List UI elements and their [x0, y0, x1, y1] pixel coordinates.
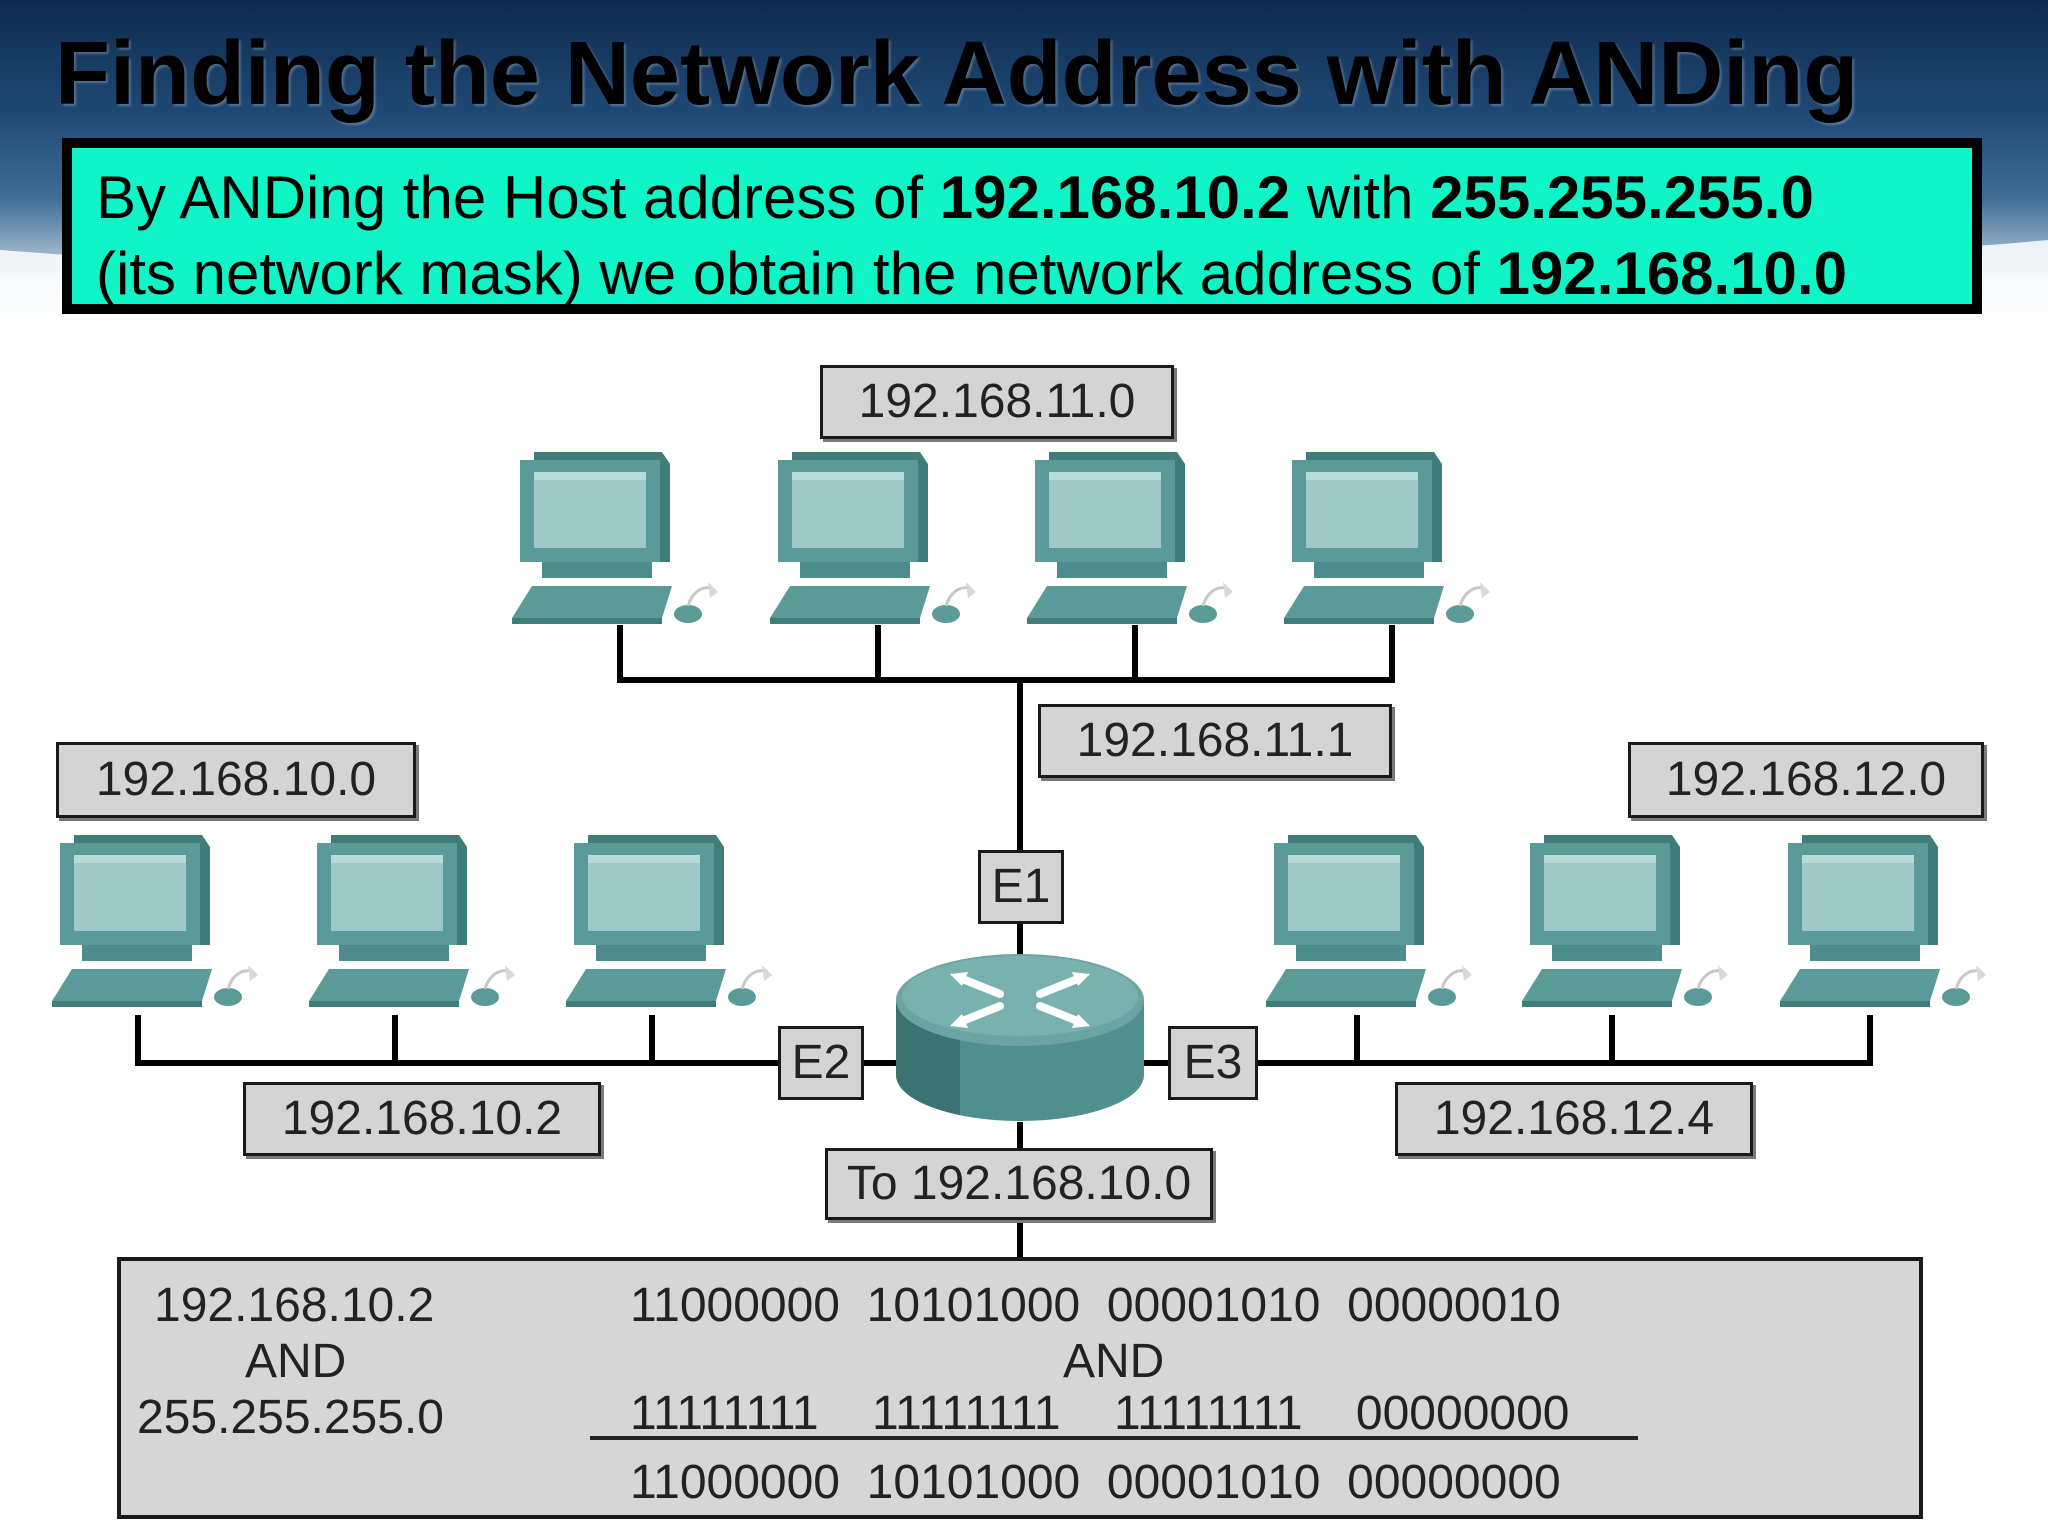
- calc-mask-decimal: 255.255.255.0: [137, 1391, 444, 1444]
- port-e1: E1: [978, 850, 1064, 924]
- port-e2: E2: [778, 1026, 864, 1100]
- computer-icon: [1264, 833, 1474, 1009]
- computer-icon: [564, 833, 774, 1009]
- calc-result-binary: 11000000 10101000 00001010 00000000: [630, 1456, 1561, 1509]
- route-label: To 192.168.10.0: [825, 1148, 1213, 1220]
- calc-and-decimal: AND: [245, 1335, 347, 1388]
- anding-calculation-box: [117, 1257, 1923, 1519]
- calc-ip-binary: 11000000 10101000 00001010 00000010: [630, 1279, 1561, 1332]
- computer-icon: [768, 450, 978, 626]
- calc-mask-binary: 11111111 11111111 11111111 00000000: [630, 1387, 1570, 1440]
- host-address-bold: 192.168.10.2: [939, 164, 1291, 231]
- host-label-right: 192.168.12.4: [1395, 1082, 1753, 1156]
- computer-icon: [510, 450, 720, 626]
- network-label-left: 192.168.10.0: [56, 742, 416, 818]
- computer-icon: [1282, 450, 1492, 626]
- network-mask-bold: 255.255.255.0: [1430, 164, 1814, 231]
- computer-icon: [1520, 833, 1730, 1009]
- gateway-label-top: 192.168.11.1: [1038, 704, 1392, 778]
- network-address-bold: 192.168.10.0: [1496, 240, 1847, 307]
- computer-icon: [1778, 833, 1988, 1009]
- calc-divider-line: [590, 1436, 1638, 1440]
- explanation-text: By ANDing the Host address of: [96, 164, 940, 231]
- calc-and-binary: AND: [1063, 1335, 1165, 1388]
- router-icon: [896, 954, 1144, 1121]
- top-network-cable: [617, 625, 1395, 962]
- calc-ip-decimal: 192.168.10.2: [154, 1279, 435, 1332]
- computer-icon: [1025, 450, 1235, 626]
- host-label-left: 192.168.10.2: [243, 1082, 601, 1156]
- explanation-text: with: [1290, 164, 1431, 231]
- computer-icon: [50, 833, 260, 1009]
- explanation-box: By ANDing the Host address of 192.168.10…: [62, 138, 1982, 314]
- network-label-right: 192.168.12.0: [1628, 742, 1984, 818]
- explanation-line-2: (its network mask) we obtain the network…: [96, 236, 1948, 312]
- explanation-text: (its network mask) we obtain the network…: [96, 240, 1497, 307]
- right-network-cable: [1140, 1015, 1873, 1066]
- computer-icon: [307, 833, 517, 1009]
- port-e3: E3: [1168, 1026, 1258, 1100]
- page-title: Finding the Network Address with ANDing: [55, 24, 1859, 124]
- explanation-line-1: By ANDing the Host address of 192.168.10…: [96, 160, 1948, 236]
- left-network-cable: [135, 1015, 900, 1066]
- network-label-top: 192.168.11.0: [820, 365, 1174, 439]
